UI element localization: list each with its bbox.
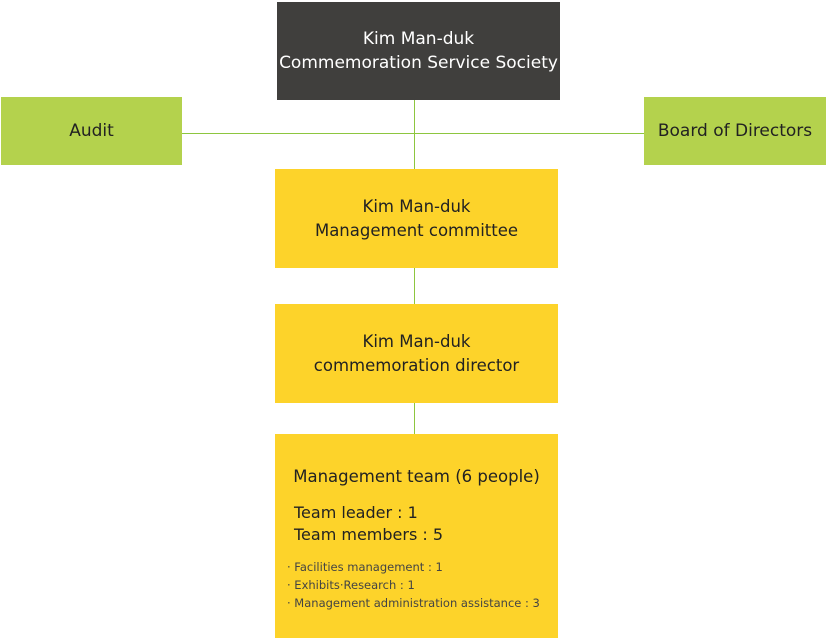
team-members: Team members : 5 — [294, 525, 444, 544]
audit-box: Audit — [1, 97, 182, 165]
sub-item-exhibits: · Exhibits·Research : 1 — [287, 578, 415, 592]
team-title: Management team (6 people) — [293, 467, 540, 486]
connector-vertical-top — [414, 100, 415, 169]
connector-horizontal-audit-board — [182, 133, 644, 134]
society-line-2: Commemoration Service Society — [279, 53, 558, 73]
committee-line-1: Kim Man-duk — [362, 196, 471, 216]
team-counts: Team leader : 1 Team members : 5 — [294, 502, 443, 546]
committee-line-2: Management committee — [314, 220, 519, 240]
board-of-directors-box: Board of Directors — [644, 97, 826, 165]
sub-item-facilities: · Facilities management : 1 — [287, 560, 443, 574]
team-sub-list: · Facilities management : 1 · Exhibits·R… — [287, 558, 540, 612]
board-label: Board of Directors — [657, 121, 813, 141]
sub-item-admin: · Management administration assistance :… — [287, 596, 540, 610]
connector-committee-director — [414, 268, 415, 304]
team-leader: Team leader : 1 — [294, 503, 418, 522]
audit-label: Audit — [69, 121, 114, 141]
management-committee-box: Kim Man-duk Management committee — [275, 169, 558, 268]
director-line-1: Kim Man-duk — [362, 331, 471, 351]
society-line-1: Kim Man-duk — [362, 29, 475, 49]
director-line-2: commemoration director — [313, 355, 520, 375]
management-team-box: Management team (6 people) Team leader :… — [275, 434, 558, 638]
society-box: Kim Man-duk Commemoration Service Societ… — [277, 2, 560, 100]
commemoration-director-box: Kim Man-duk commemoration director — [275, 304, 558, 403]
connector-director-team — [414, 403, 415, 434]
